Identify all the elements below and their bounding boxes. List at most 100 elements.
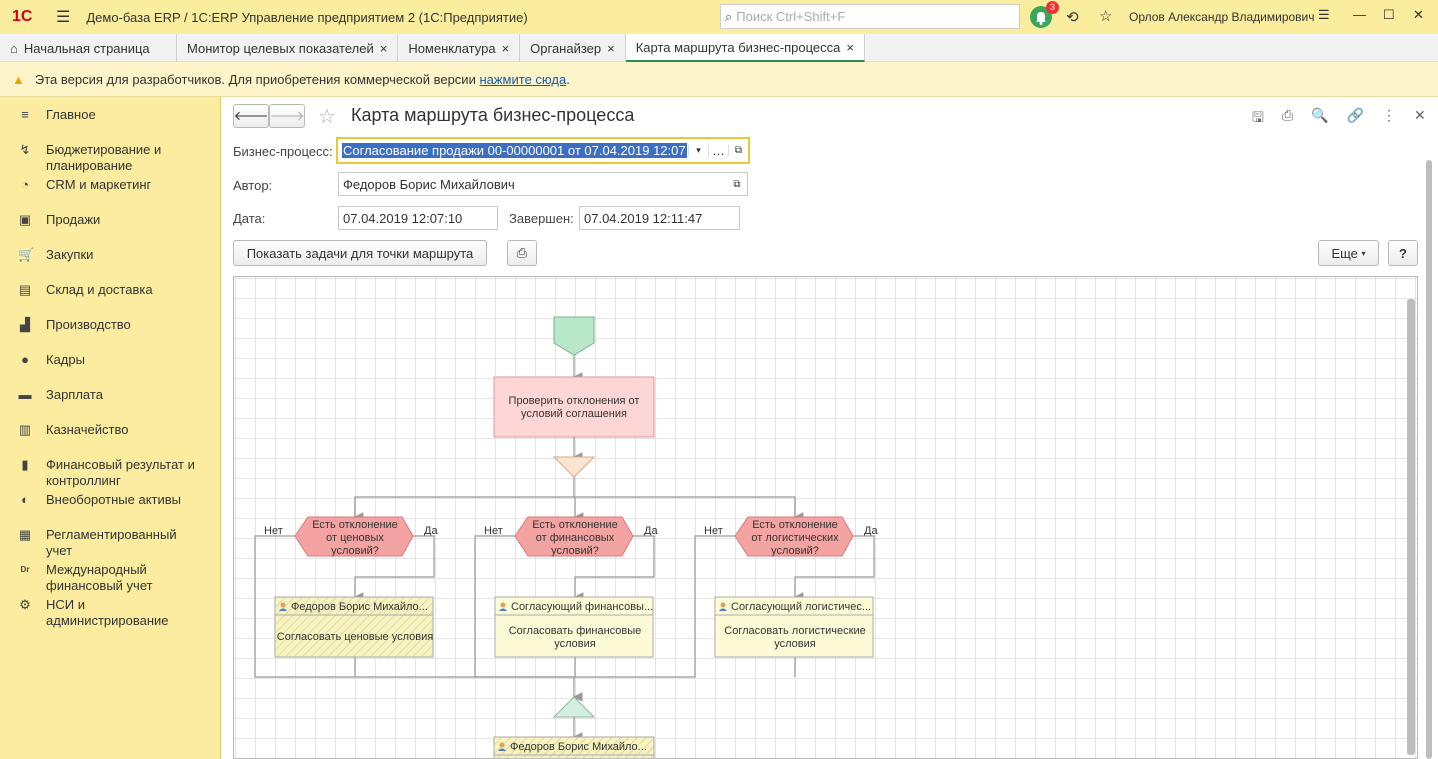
user-name[interactable]: Орлов Александр Владимирович: [1129, 10, 1315, 24]
sidebar-item-label: Главное: [46, 107, 96, 122]
forward-button[interactable]: 🡒: [269, 104, 305, 128]
favorite-star-icon[interactable]: ☆: [318, 106, 336, 128]
sidebar-item-label: Международный финансовый учет: [46, 562, 153, 593]
date-field[interactable]: 07.04.2019 12:07:10: [338, 206, 498, 230]
user-icon-body: [499, 608, 507, 611]
tab-route-map[interactable]: Карта маршрута бизнес-процесса×: [625, 34, 865, 62]
completed-field[interactable]: 07.04.2019 12:11:47: [579, 206, 740, 230]
form-scrollbar[interactable]: [1424, 150, 1434, 759]
section-icon: ▬: [18, 387, 32, 402]
task-text: Согласовать ценовые условия: [277, 631, 433, 643]
connector: [254, 535, 574, 678]
split-point: [552, 456, 596, 478]
sidebar-item-label: НСИ и администрирование: [46, 597, 169, 628]
sidebar-item[interactable]: ↯Бюджетирование и планирование: [0, 142, 220, 177]
help-button[interactable]: ?: [1388, 240, 1418, 266]
sidebar-item-label: Кадры: [46, 352, 85, 367]
print-button[interactable]: ⎙: [507, 240, 537, 266]
sidebar-item[interactable]: ≡Главное: [0, 107, 220, 142]
close-tab-icon[interactable]: ×: [607, 40, 615, 56]
yes-label: Да: [424, 525, 438, 537]
task-user: Согласующий финансовы...: [511, 601, 653, 613]
open-icon[interactable]: ⧉: [728, 145, 748, 156]
maximize-icon[interactable]: ☐: [1383, 7, 1395, 22]
process-label: Бизнес-процесс:: [233, 144, 333, 159]
more-vert-icon[interactable]: ⋮: [1382, 107, 1397, 123]
sidebar-item[interactable]: ⚙НСИ и администрирование: [0, 597, 220, 632]
section-icon: ▮: [21, 457, 29, 472]
history-icon[interactable]: ⟲: [1066, 9, 1079, 26]
sidebar-item-label: Регламентированный учет: [46, 527, 177, 558]
sidebar-item[interactable]: ▬ Зарплата: [0, 387, 220, 422]
preview-icon[interactable]: 🔍: [1311, 107, 1329, 123]
sidebar-item-label: Казначейство: [46, 422, 129, 437]
sidebar-item-label: Закупки: [46, 247, 94, 262]
tab-nomenclature[interactable]: Номенклатура×: [398, 34, 521, 62]
close-form-icon[interactable]: ✕: [1414, 107, 1426, 123]
tab-monitor[interactable]: Монитор целевых показателей×: [177, 34, 399, 62]
sidebar-item-label: Бюджетирование и планирование: [46, 142, 162, 173]
close-tab-icon[interactable]: ×: [501, 40, 510, 56]
sidebar-item[interactable]: ◔CRM и маркетинг: [0, 177, 220, 212]
sidebar-item[interactable]: ▟Производство: [0, 317, 220, 352]
back-button[interactable]: 🡐: [233, 104, 269, 128]
sidebar-item-label: Зарплата: [46, 387, 103, 402]
process-field[interactable]: Согласование продажи 00-00000001 от 07.0…: [336, 137, 750, 164]
author-field[interactable]: Федоров Борис Михайлович ⧉: [338, 172, 748, 196]
buy-link[interactable]: нажмите сюда: [479, 71, 567, 87]
show-tasks-button[interactable]: Показать задачи для точки маршрута: [233, 240, 487, 266]
connector: [573, 535, 655, 602]
user-icon-head: [720, 602, 726, 608]
search-icon: ⌕: [725, 8, 733, 24]
bell-shape: [1036, 12, 1046, 25]
yes-label: Да: [864, 525, 878, 537]
settings-icon[interactable]: ☰: [1318, 7, 1330, 22]
condition-text: Есть отклонение: [532, 519, 618, 531]
section-icon: 🛒: [18, 247, 35, 262]
more-button[interactable]: Еще ▾: [1318, 240, 1379, 266]
open-icon[interactable]: ⧉: [733, 178, 741, 190]
sidebar-item-label: Финансовый результат и контроллинг: [46, 457, 195, 488]
minimize-icon[interactable]: —: [1353, 7, 1366, 22]
final-task-user: Федоров Борис Михайло...: [510, 741, 647, 753]
task-text: Согласовать логистические: [724, 625, 865, 637]
page-title: Карта маршрута бизнес-процесса: [351, 105, 635, 125]
diagram-scrollbar[interactable]: [1407, 285, 1415, 755]
sidebar-item[interactable]: 🛒 Закупки: [0, 247, 220, 282]
condition-text: от финансовых: [536, 532, 615, 544]
warning-icon: ▲: [12, 71, 25, 87]
sidebar-item[interactable]: ▦Регламентированный учет: [0, 527, 220, 562]
tab-organizer[interactable]: Органайзер×: [520, 34, 626, 62]
sidebar-item[interactable]: ●Кадры: [0, 352, 220, 387]
select-button[interactable]: …: [708, 143, 728, 158]
connector: [793, 535, 875, 602]
close-tab-icon[interactable]: ×: [846, 39, 854, 55]
task-block: [714, 596, 874, 658]
sidebar-item[interactable]: ▣Продажи: [0, 212, 220, 247]
check-deviations-block: [493, 376, 655, 438]
task-text: Согласовать финансовые: [509, 625, 642, 637]
sidebar-item-label: Склад и доставка: [46, 282, 153, 297]
sidebar-item[interactable]: ◐Внеоборотные активы: [0, 492, 220, 527]
favorites-star-icon[interactable]: ☆: [1099, 8, 1113, 25]
sidebar-item[interactable]: ▮ Финансовый результат и контроллинг: [0, 457, 220, 492]
close-tab-icon[interactable]: ×: [379, 40, 388, 56]
tab-home[interactable]: ⌂Начальная страница: [0, 34, 177, 62]
sidebar-item[interactable]: ▥Казначейство: [0, 422, 220, 457]
menu-icon[interactable]: ☰: [56, 9, 71, 26]
user-icon-head: [499, 742, 505, 748]
sidebar-item[interactable]: ▤Склад и доставка: [0, 282, 220, 317]
print-icon[interactable]: ⎙: [1281, 107, 1294, 123]
save-icon[interactable]: 🖫: [1252, 109, 1264, 125]
dropdown-icon[interactable]: ▾: [688, 145, 708, 156]
search-input[interactable]: ⌕Поиск Ctrl+Shift+F: [720, 4, 1020, 29]
author-label: Автор:: [233, 178, 273, 193]
sidebar: ≡Главное↯Бюджетирование и планирование◔C…: [0, 97, 221, 759]
condition-text: условий?: [331, 545, 379, 557]
link-icon[interactable]: 🔗: [1346, 107, 1365, 123]
check-deviations-text: Проверить отклонения от: [509, 395, 640, 407]
close-window-icon[interactable]: ✕: [1413, 7, 1424, 22]
section-icon: ◔: [21, 177, 29, 192]
